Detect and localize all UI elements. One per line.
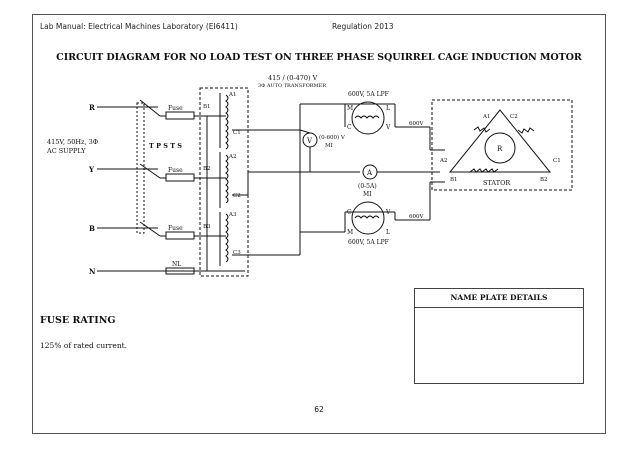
stator-b1: B1: [450, 177, 458, 183]
b2-label: B2: [203, 166, 211, 172]
fuse-b-label: Fuse: [168, 225, 183, 232]
rotor-label: R: [497, 145, 503, 153]
c2-label: C2: [233, 193, 241, 199]
wattmeter-bottom-l: L: [386, 229, 390, 236]
fuse-y-label: Fuse: [168, 167, 183, 174]
phase-b-label: B: [89, 224, 95, 233]
a1-label: A1: [228, 92, 236, 98]
supply-label-2: AC SUPPLY: [46, 147, 86, 155]
diagram-title: CIRCUIT DIAGRAM FOR NO LOAD TEST ON THRE…: [56, 52, 582, 63]
stator-a2: A2: [439, 158, 447, 164]
header-lab-manual: Lab Manual: Electrical Machines Laborato…: [40, 22, 238, 31]
wattmeter-top-v: V: [385, 124, 391, 131]
wattmeter-top-m: M: [347, 105, 353, 112]
fuse-r-label: Fuse: [168, 105, 183, 112]
wattmeter-top-c: C: [347, 124, 352, 131]
wattmeter-bottom-m: M: [347, 229, 353, 236]
a3-label: A3: [228, 212, 237, 218]
wattmeter-bottom-v: V: [385, 209, 391, 216]
header-regulation: Regulation 2013: [332, 22, 394, 31]
autotransformer-label: 3Φ AUTO TRANSFORMER: [258, 83, 326, 89]
c3-label: C3: [233, 250, 241, 256]
wattmeter-top-l: L: [386, 105, 390, 112]
page-frame: [32, 14, 606, 434]
nameplate-box: NAME PLATE DETAILS: [414, 288, 584, 384]
b3-label: B3: [203, 224, 211, 230]
voltmeter-symbol: V: [306, 137, 313, 145]
phase-r-label: R: [89, 103, 95, 112]
wattmeter-bottom-c: C: [347, 209, 352, 216]
wattmeter-bottom-600v: 600V: [409, 214, 424, 220]
wattmeter-top-rating: 600V, 5A LPF: [348, 91, 389, 98]
a2-label: A2: [228, 154, 236, 160]
ammeter-range: (0-5A): [358, 183, 377, 190]
stator-c1: C1: [553, 158, 561, 164]
nl-label: NL: [172, 261, 181, 268]
page-number: 62: [314, 405, 324, 414]
stator-a1: A1: [482, 114, 490, 120]
fuse-rating-text: 125% of rated current.: [40, 341, 128, 350]
ammeter-symbol: A: [366, 169, 373, 177]
b1-label: B1: [203, 104, 211, 110]
stator-c2: C2: [510, 114, 518, 120]
voltmeter-type: MI: [325, 143, 333, 149]
c1-label: C1: [233, 130, 241, 136]
stator-label: STATOR: [483, 179, 511, 187]
tpst-label: T P S T S: [149, 142, 182, 150]
stator-b2: B2: [540, 177, 548, 183]
wattmeter-bottom-rating: 600V, 5A LPF: [348, 239, 389, 246]
voltmeter-range: (0-600) V: [319, 134, 346, 141]
wattmeter-top-600v: 600V: [409, 121, 424, 127]
phase-y-label: Y: [88, 165, 95, 174]
autotransformer-rating: 415 / (0-470) V: [268, 74, 318, 82]
fuse-rating-heading: FUSE RATING: [40, 315, 116, 326]
nameplate-heading: NAME PLATE DETAILS: [415, 289, 583, 308]
ammeter-type: MI: [363, 191, 372, 198]
supply-label-1: 415V, 50Hz, 3Φ: [47, 138, 98, 146]
neutral-label: N: [89, 267, 96, 276]
